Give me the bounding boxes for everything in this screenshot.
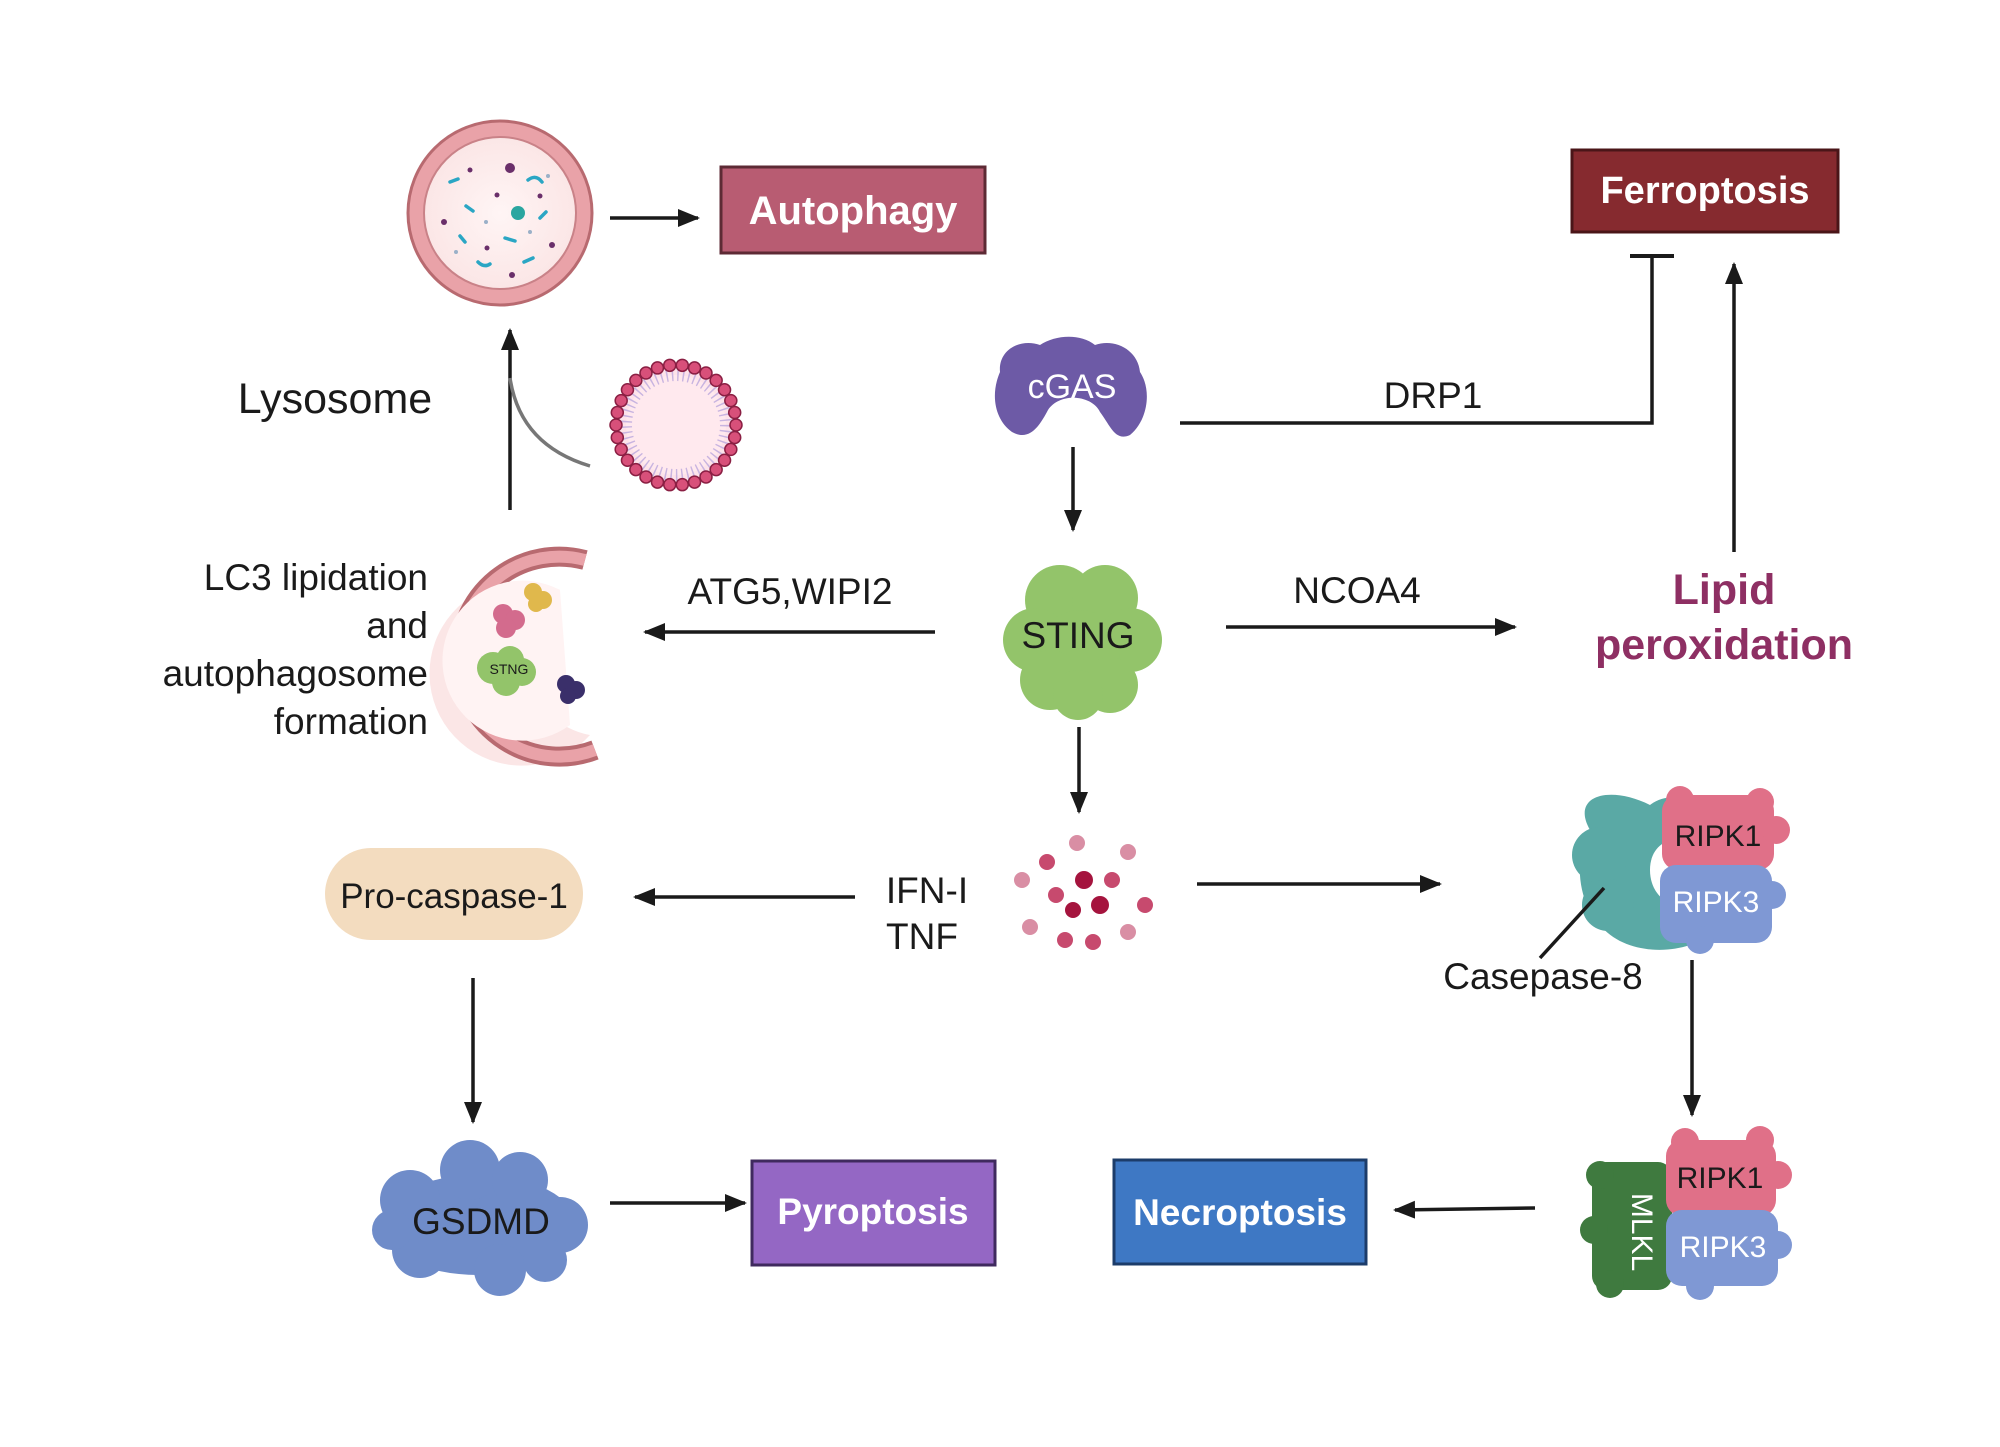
mlkl-ripk-complex-icon: MLKL RIPK1 RIPK3: [1580, 1126, 1792, 1300]
lc3-label-line4: formation: [274, 701, 428, 742]
lipid-label-line2: peroxidation: [1595, 621, 1853, 669]
vesicle-bead: [675, 358, 690, 373]
vesicle-bead: [709, 373, 723, 388]
drp1-label: DRP1: [1384, 375, 1483, 416]
vesicle-bead: [662, 477, 677, 492]
vesicle-bead: [729, 418, 743, 432]
vesicle-bead: [610, 405, 625, 420]
vesicle-bead: [727, 430, 742, 445]
vesicle-bead: [699, 366, 713, 380]
cgas-label: cGAS: [1028, 368, 1117, 406]
atg5-wipi2-label: ATG5,WIPI2: [688, 571, 893, 612]
ripk1-label-lower: RIPK1: [1677, 1162, 1764, 1195]
ferroptosis-box: Ferroptosis: [1570, 148, 1840, 234]
vesicle-bead: [662, 358, 677, 373]
vesicle-bead: [620, 453, 635, 468]
vesicle-bead: [709, 462, 723, 477]
vesicle-bead: [650, 361, 665, 375]
pro-caspase-1-pill: Pro-caspase-1: [325, 848, 583, 940]
vesicle-bead: [717, 382, 732, 397]
ncoa4-label: NCOA4: [1293, 570, 1420, 611]
vesicle-bead: [614, 393, 628, 408]
autophagosome-icon: STNG: [429, 546, 599, 767]
mlkl-label: MLKL: [1625, 1193, 1658, 1271]
vesicle-bead: [620, 382, 635, 397]
necroptosis-box: Necroptosis: [1112, 1158, 1368, 1266]
vesicle-bead: [614, 442, 628, 457]
vesicle-bead: [675, 477, 690, 492]
vesicle-bead: [629, 462, 643, 477]
ferroptosis-label: Ferroptosis: [1600, 170, 1809, 212]
vesicle-bead: [717, 453, 732, 468]
sting-small-label: STNG: [490, 661, 529, 677]
vesicle-bead: [650, 475, 665, 489]
vesicle-bead: [639, 470, 653, 484]
pyroptosis-label: Pyroptosis: [777, 1191, 968, 1232]
vesicle-bead: [699, 470, 713, 484]
vesicle-bead: [724, 442, 738, 457]
gsdmd-protein-icon: GSDMD: [372, 1140, 588, 1296]
gsdmd-label: GSDMD: [412, 1201, 550, 1242]
caspase8-ripk-complex-icon: RIPK1 RIPK3: [1572, 786, 1790, 954]
sting-label: STING: [1021, 615, 1134, 656]
vesicle-bead: [610, 430, 625, 445]
sting-protein-icon: STING: [1003, 565, 1162, 720]
vesicle-bead: [727, 405, 742, 420]
pro-caspase-1-label: Pro-caspase-1: [340, 877, 568, 916]
cytokine-dots-icon: [1014, 835, 1153, 950]
autophagy-label: Autophagy: [749, 189, 959, 233]
vesicle-bead: [639, 366, 653, 380]
vesicle-bead: [687, 475, 702, 489]
vesicle-bead: [687, 361, 702, 375]
lipid-label-line1: Lipid: [1673, 566, 1776, 614]
vesicle-bead: [609, 418, 623, 432]
vesicle-bead: [629, 373, 643, 388]
autophagy-box: Autophagy: [719, 165, 987, 255]
ripk1-label-upper: RIPK1: [1675, 820, 1762, 853]
ifn-label: IFN-I: [886, 870, 968, 911]
necroptosis-label: Necroptosis: [1133, 1192, 1347, 1233]
tnf-label: TNF: [886, 916, 958, 957]
lc3-label-line1: LC3 lipidation: [204, 557, 428, 598]
lc3-label-line2: and: [366, 605, 428, 646]
cgas-protein-icon: cGAS: [994, 336, 1147, 437]
ripk3-label-upper: RIPK3: [1673, 886, 1760, 919]
lysosome-icon: [406, 119, 594, 307]
ripk3-label-lower: RIPK3: [1680, 1231, 1767, 1264]
vesicle-bead: [724, 393, 738, 408]
pyroptosis-box: Pyroptosis: [750, 1159, 997, 1267]
vesicle-icon: [609, 358, 743, 492]
lc3-label-line3: autophagosome: [163, 653, 428, 694]
casepase8-label: Casepase-8: [1443, 956, 1643, 997]
lysosome-label: Lysosome: [238, 375, 432, 423]
